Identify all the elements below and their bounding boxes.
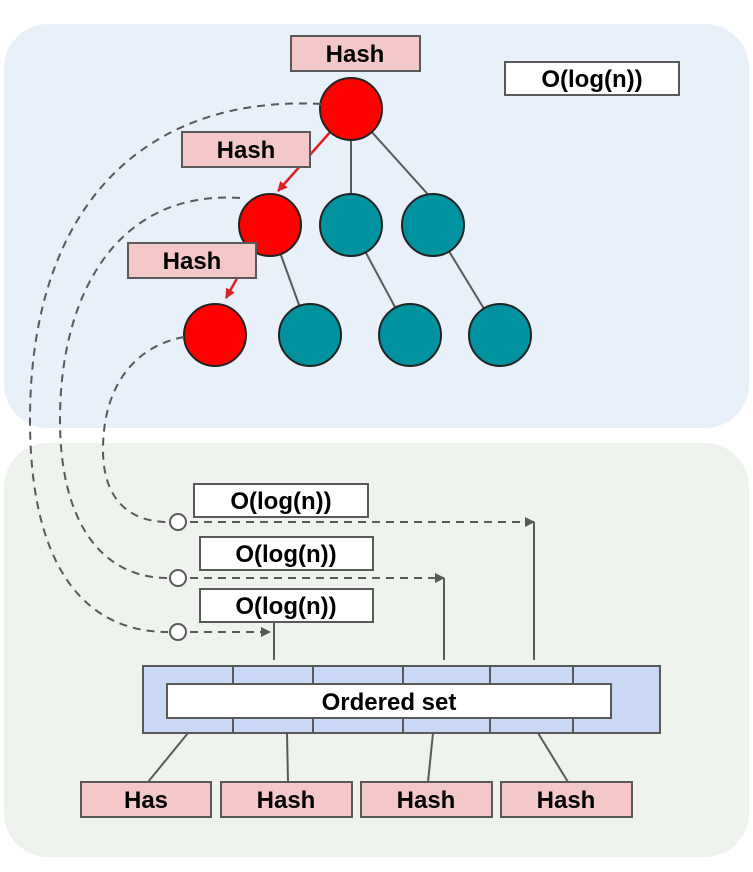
tree-nodes [183,77,532,367]
root-hash-box [290,35,421,72]
lookup-point [169,623,187,641]
tree-node-level1 [401,193,465,257]
lookup-point [169,513,187,531]
dashed-link-level1 [58,196,241,579]
bottom-hash-boxes: Has Hash Hash Hash [80,781,633,818]
tree-complexity-box [504,61,680,96]
tree-node-level2 [378,303,442,367]
lookup-label-box [199,536,374,571]
tree-complexity-label: O(log(n)) [541,66,642,93]
dashed-link-root [28,102,322,633]
dashed-links [28,102,535,637]
ordered-set-label-box [166,683,612,719]
bottom-hash-box [80,781,212,818]
ordered-set-label: Ordered set [322,689,457,716]
tree-node-level2-highlight [183,303,247,367]
set-hash-link [537,732,569,783]
bottom-hash-box [220,781,353,818]
set-hash-link [147,732,189,783]
level2-hash-label: Hash [163,248,222,275]
tree-node-level2 [278,303,342,367]
lookup-labels: O(log(n)) O(log(n)) O(log(n)) [193,483,374,623]
bottom-hash-label: Hash [397,787,456,814]
dashed-link-level2 [101,336,185,523]
tree-node-root [319,77,383,141]
level1-hash-label: Hash [217,137,276,164]
set-hash-link [286,732,289,783]
tree-hash-labels: Hash Hash Hash [127,35,421,279]
tree-node-level1 [319,193,383,257]
lookup-point [169,569,187,587]
lookup-label: O(log(n)) [230,488,331,515]
set-hash-link [427,732,434,783]
lookup-label: O(log(n)) [235,541,336,568]
tree-node-level1-highlight [238,193,302,257]
ordered-set-panel [4,443,749,857]
level2-hash-box [127,242,257,279]
tree-node-level2 [468,303,532,367]
lookup-label-box [193,483,369,518]
bottom-hash-box [500,781,633,818]
bottom-hash-label: Has [124,787,168,814]
bottom-hash-label: Hash [257,787,316,814]
set-to-hash-links [147,732,569,783]
ordered-set: Ordered set [142,665,661,734]
bottom-hash-label: Hash [537,787,596,814]
root-hash-label: Hash [326,41,385,68]
lookup-label: O(log(n)) [235,593,336,620]
lookup-points [169,513,187,641]
lookup-label-box [199,588,374,623]
bottom-hash-box [360,781,493,818]
level1-hash-box [181,131,311,168]
